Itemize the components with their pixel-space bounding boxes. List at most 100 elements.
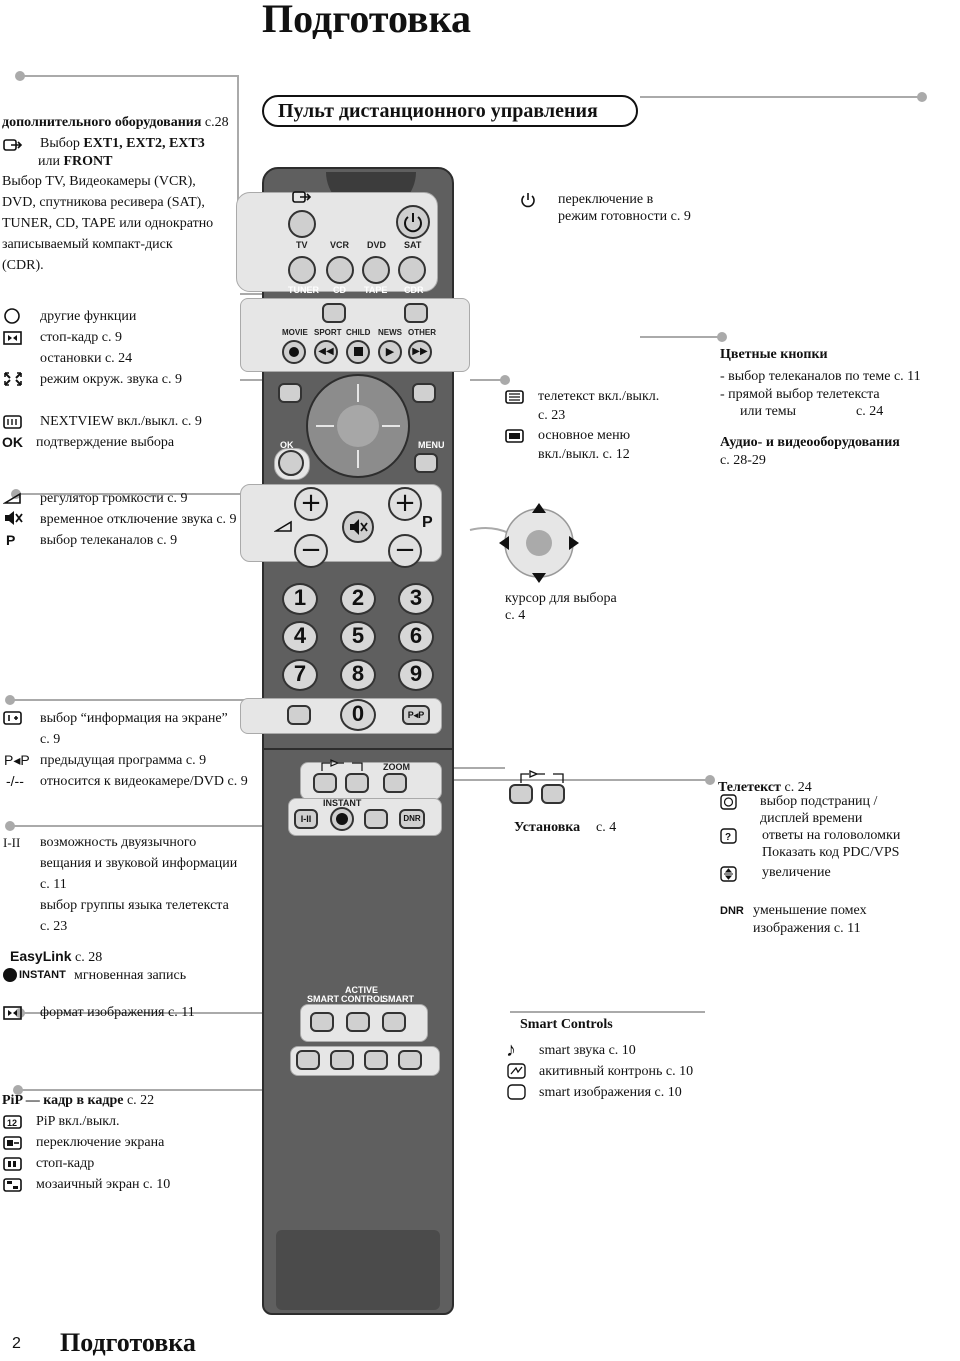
ext-source-icon[interactable] [292,189,312,205]
zoom-button[interactable] [383,773,407,793]
teletext-line1: телетекст вкл./выкл. [538,389,660,404]
digit-2-button[interactable]: 2 [340,583,376,615]
record-icon [3,968,17,982]
tv-button[interactable] [288,256,316,284]
ttx-zoom: увеличение [762,865,831,880]
smart-left-label: SMART [307,994,339,1004]
dual-button[interactable]: I-II [294,809,318,829]
p-key-label: P [422,514,433,531]
color-line2: - прямой выбор телетекста [720,387,880,402]
digit-5-button[interactable]: 5 [340,621,376,653]
freeze-text: стоп-кадр с. 9 [40,330,122,345]
src-line5: (CDR). [2,258,44,273]
cursor-line2: с. 4 [505,608,526,623]
digit-3-button[interactable]: 3 [398,583,434,615]
play-button[interactable]: ▶ [378,340,402,364]
ext-line1-b: EXT1, EXT2, EXT3 [83,136,205,151]
nextview-button[interactable] [278,383,302,403]
info-button[interactable] [287,705,311,725]
av-ref: с. 28-29 [720,453,766,468]
teletext-button[interactable] [412,383,436,403]
color-line3-ref: с. 24 [856,404,884,419]
format-button[interactable] [364,809,388,829]
active-contrast-icon [507,1063,527,1079]
theme-other: OTHER [408,328,436,337]
digit-4-button[interactable]: 4 [282,621,318,653]
info-line2: с. 9 [40,732,61,747]
setup-arrows-icon [520,770,564,783]
pip-swap-button[interactable] [330,1050,354,1070]
color-line1: - выбор телеканалов по теме с. 11 [720,369,921,384]
footer-title: Подготовка [60,1328,196,1357]
ext-header-ref: с.28 [201,115,229,130]
pip-header: PiP — кадр в кадре с. 22 [2,1090,154,1111]
ok-key-label: OK [280,440,294,450]
src-line4: записываемый компакт-диск [2,237,173,252]
stop-button[interactable] [346,340,370,364]
control-label: CONTROL [341,994,386,1004]
ext-line2-b: FRONT [63,154,113,169]
digit-6-button[interactable]: 6 [398,621,434,653]
vcr-button[interactable] [326,256,354,284]
dvd-button[interactable] [362,256,390,284]
digit-1-button[interactable]: 1 [282,583,318,615]
pip-freeze-button[interactable] [364,1050,388,1070]
menu-button[interactable] [414,453,438,473]
ffwd-button[interactable]: ▶▶ [408,340,432,364]
format-icon [3,1005,23,1021]
pip-mosaic-button[interactable] [398,1050,422,1070]
smart-sound-button[interactable] [310,1012,334,1032]
remote-middle-divider [262,748,454,750]
digit-9-button[interactable]: 9 [398,659,434,691]
ext-button[interactable] [288,210,316,238]
freeze-button[interactable] [322,303,346,323]
ok-button[interactable] [278,450,304,476]
volume-up-button[interactable]: + [294,487,328,521]
svg-text:?: ? [725,832,731,843]
digit-8-button[interactable]: 8 [340,659,376,691]
section-title-box [262,95,638,127]
rewind-button[interactable]: ◀◀ [314,340,338,364]
instant-record-button[interactable] [330,807,354,831]
program-down-button[interactable]: − [388,534,422,568]
pip-onoff-button[interactable] [296,1050,320,1070]
dual-line3: с. 11 [40,877,67,892]
record-button[interactable] [282,340,306,364]
subpage-button[interactable] [313,773,337,793]
setup-bold: Установка [514,820,581,835]
nextview-icon [3,414,23,430]
program-up-button[interactable]: + [388,487,422,521]
zoom-icon [720,866,740,882]
dual-line4: выбор группы языка телетекста [40,898,229,913]
standby-icon [404,213,422,233]
camcorder-text: относится к видеокамере/DVD с. 9 [40,774,248,789]
volume-down-button[interactable]: − [294,534,328,568]
surround-button[interactable] [404,303,428,323]
active-label: ACTIVE [345,985,379,995]
smart-picture-button[interactable] [382,1012,406,1032]
dnr-button[interactable]: DNR [399,809,425,829]
pip-mosaic-text: мозаичный экран с. 10 [36,1177,171,1192]
menu-line1: основное меню [538,428,631,443]
src-line1: Выбор TV, Видеокамеры (VCR), [2,174,196,189]
sat-button[interactable] [398,256,426,284]
pip-freeze-text: стоп-кадр [36,1156,95,1171]
active-control-button[interactable] [346,1012,370,1032]
reveal-button[interactable] [345,773,369,793]
mosaic-icon [3,1177,23,1193]
mute-key-icon [350,519,368,535]
smart-sound: smart звука с. 10 [539,1043,636,1058]
note-icon: ♪ [506,1039,516,1061]
circle-icon [3,308,23,324]
ok-label: OK [2,434,23,450]
standby-button[interactable] [396,205,430,239]
easylink: EasyLink с. 28 [10,946,102,968]
pip-switch-icon [3,1135,23,1151]
pp-button[interactable]: P◂P [402,705,430,725]
nav-center[interactable] [337,405,379,447]
src-label-cd: CD [333,285,346,295]
prev-prog-text: предыдущая программа с. 9 [40,753,207,768]
mute-button[interactable] [342,511,374,543]
digit-0-button[interactable]: 0 [340,699,376,731]
digit-7-button[interactable]: 7 [282,659,318,691]
